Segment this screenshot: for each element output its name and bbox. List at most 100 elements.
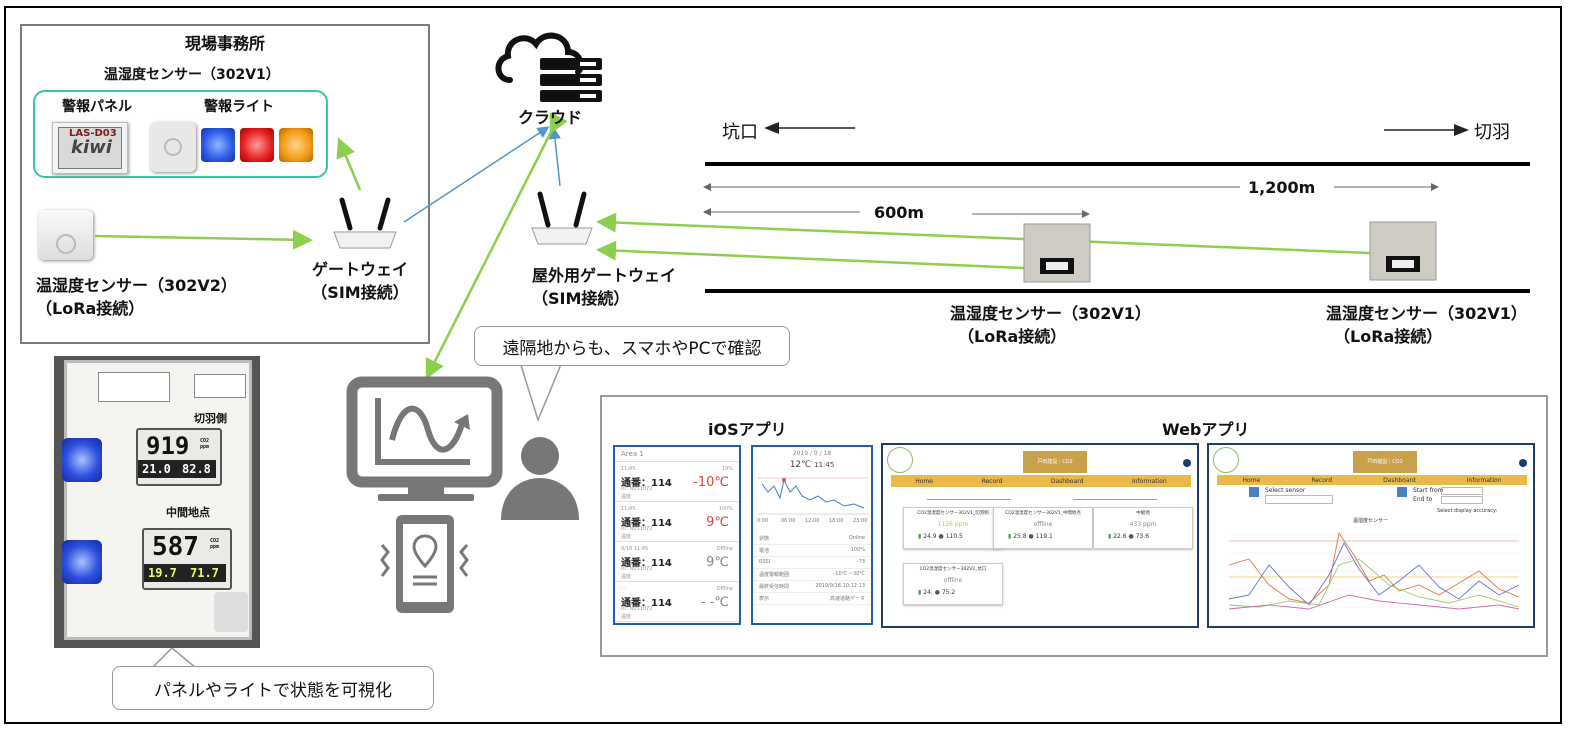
droplet-icon: ● (934, 589, 940, 596)
alarm-panel-device: LAS-D03 kiwi (52, 122, 128, 174)
photo-board: 切羽側 中間地点 919 CO2 ppm 21.0 82.8 587 CO2 p… (54, 356, 260, 648)
ios-detail-row: 温度警報範囲-10℃ ~30℃ (753, 569, 871, 581)
tunnel-sensor-far (1369, 221, 1437, 281)
ios-item-status: 温度 (621, 494, 632, 500)
web2-sensor-select[interactable] (1265, 495, 1333, 504)
card-status: 433 ppm (1129, 521, 1157, 528)
web2-tab-home[interactable]: Home (1242, 476, 1261, 484)
ios-detail-time: 11:45 (814, 461, 835, 469)
office-gateway-icon (333, 197, 397, 249)
ios-detail-key: RSSI (759, 559, 771, 565)
ios-detail-value: -10℃ ~30℃ (833, 571, 865, 577)
ios-item-time: 9/18 11:45 (621, 546, 649, 552)
web2-leaf-icon (1213, 447, 1239, 473)
web1-filter-2[interactable] (1073, 491, 1157, 500)
arrow-gateway-to-cloud (403, 126, 550, 223)
lcd1-temp: 21.0 (142, 462, 171, 476)
ios-item-id: ID: N0S1072 (621, 486, 653, 492)
ios-detail-row: RSSI-73 (753, 557, 871, 569)
ios-detail-value: 100% (850, 547, 865, 553)
card-temp: 24.9 (923, 533, 937, 540)
card-hum: 110.5 (945, 533, 963, 540)
droplet-icon: ● (1028, 533, 1034, 540)
board-lcd-1: 919 CO2 ppm 21.0 82.8 (136, 428, 222, 486)
ios-item-value: -10℃ (693, 475, 729, 490)
card-status: 1126 ppm (937, 521, 969, 528)
ios-detail-key: 最終受信時間 (759, 584, 790, 590)
web2-start-input[interactable] (1441, 487, 1483, 495)
site-office-title: 現場事務所 (184, 34, 265, 53)
web1-tab-home[interactable]: Home (915, 477, 933, 485)
web1-tab-record[interactable]: Record (981, 477, 1003, 485)
web2-end-label: End to (1413, 496, 1433, 503)
cloud-label: クラウド (517, 108, 582, 127)
tunnel-sensor-mid-label: 温湿度センサー（302V1） (950, 304, 1151, 323)
web1-leaf-icon (887, 447, 913, 473)
card-temp: 24. (923, 589, 933, 596)
web1-tab-information[interactable]: Information (1131, 477, 1167, 485)
thermometer-icon: ▮ (1108, 533, 1112, 540)
cloud-icon (495, 32, 602, 102)
tunnel-sensor-mid-conn: （LoRa接続） (958, 327, 1067, 346)
diagram-frame (4, 6, 1562, 724)
outdoor-gateway-icon (531, 191, 593, 245)
board-lcd-2: 587 CO2 ppm 19.7 71.7 (142, 528, 232, 590)
card-title: CO2温湿度センサー302V1_中間地点 (1005, 511, 1081, 516)
arrow-mid-sensor-to-gateway (596, 240, 1025, 270)
ios-item-status: 温度 (621, 614, 632, 620)
ios-item-value: - -℃ (700, 595, 729, 610)
ios-item-name: 通番：114 (621, 558, 672, 569)
web2-tab-dashboard[interactable]: Dashboard (1383, 476, 1416, 484)
panel-logo-text: kiwi (71, 137, 112, 158)
lcd2-hum: 71.7 (190, 566, 219, 580)
web1-nav: Home Record Dashboard Information (891, 475, 1191, 487)
ios-detail-row: 表示高速道路データ (753, 593, 871, 605)
web2-tab-record[interactable]: Record (1311, 476, 1333, 484)
orange-light-icon (279, 128, 313, 162)
entrance-label: 坑口 (722, 122, 758, 143)
gateway-conn: （SIM接続） (311, 283, 409, 302)
droplet-icon: ● (1128, 533, 1134, 540)
alarm-sensor-label: 温湿度センサー（302V1） (104, 67, 280, 83)
web2-tab-information[interactable]: Information (1466, 476, 1502, 484)
lcd2-unit: CO2 ppm (210, 538, 220, 550)
monitor-icon (346, 376, 503, 501)
board-blue-light-1 (62, 438, 102, 482)
ios-x-tick: 12:00 (805, 518, 820, 524)
panel-bubble-tail (151, 646, 197, 669)
ios-item-id: ID: N0S1072 (621, 526, 653, 532)
ios-detail-temp: 12℃ (789, 460, 812, 470)
alarm-panel-label: 警報パネル (62, 99, 132, 115)
web2-end-input[interactable] (1441, 496, 1483, 504)
thermometer-icon: ▮ (1008, 533, 1012, 540)
card-status: offline (1033, 521, 1053, 528)
distance-600-label: 600m (874, 203, 925, 222)
sensor-302v2-conn: （LoRa接続） (36, 299, 145, 318)
web2-select-label: Select sensor (1265, 487, 1306, 494)
blue-light-icon (201, 128, 235, 162)
web2-user-icon[interactable] (1519, 459, 1527, 467)
ios-item-id: ID: N0S1072 (621, 566, 653, 572)
web1-user-icon[interactable] (1183, 459, 1191, 467)
remote-bubble-tail (519, 361, 563, 423)
card-hum: 119.1 (1035, 533, 1053, 540)
web1-tab-dashboard[interactable]: Dashboard (1050, 477, 1084, 485)
web1-tab-title: 戸田建設｜CO2 (1023, 451, 1087, 473)
ios-item-name: 通番：114 (621, 478, 672, 489)
ios-x-tick: 0:00 (757, 518, 769, 524)
web1-filter-1[interactable] (927, 491, 1011, 500)
thermometer-icon: ▮ (918, 533, 922, 540)
alarm-devices-box (33, 90, 328, 178)
